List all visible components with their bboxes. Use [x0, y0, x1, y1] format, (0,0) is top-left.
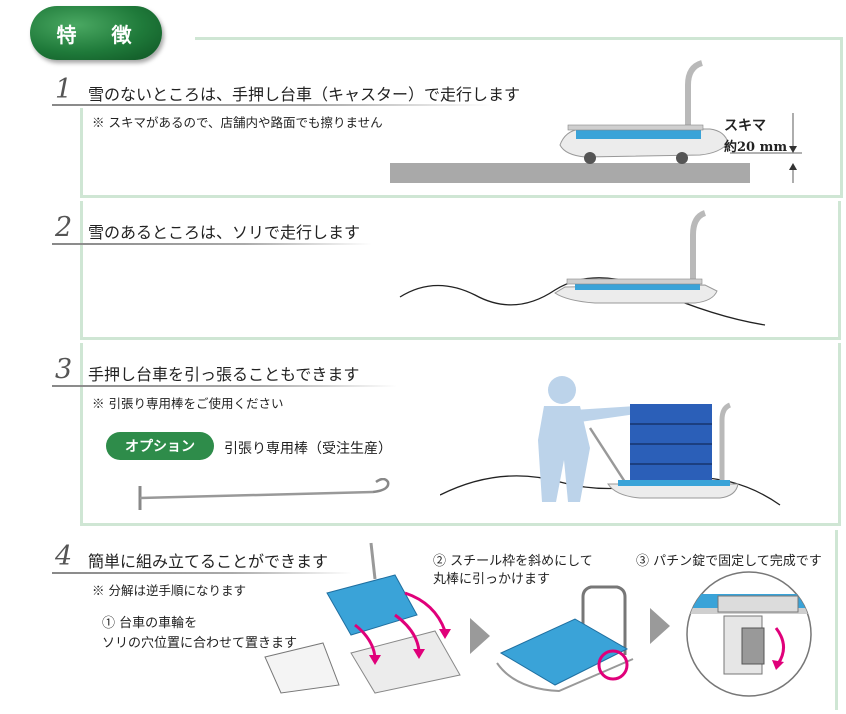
step-1-line-1: ① 台車の車輪を — [102, 616, 198, 631]
section-1-note: ※ スキマがあるので、店舗内や路面でも擦りません — [92, 115, 383, 130]
person-head — [548, 376, 576, 404]
person-arm — [574, 406, 636, 422]
gap-label: スキマ — [724, 118, 766, 134]
section-2-number: 2 — [55, 212, 73, 243]
section-1-number: 1 — [55, 74, 73, 105]
section-1-left-border — [80, 108, 83, 198]
section-1-underline — [52, 104, 492, 106]
step-arrow-2 — [650, 608, 670, 644]
option-text: 引張り専用棒（受注生産） — [224, 441, 392, 457]
section-4-note: ※ 分解は逆手順になります — [92, 583, 246, 598]
section-2-underline — [52, 243, 372, 245]
person-body — [538, 406, 590, 502]
features-badge: 特 徴 — [30, 6, 162, 60]
cart-frame — [567, 124, 704, 131]
cart-handle — [685, 60, 704, 137]
section-4-heading: 簡単に組み立てることができます — [88, 552, 329, 571]
step-arrow-1 — [470, 618, 490, 654]
section-1-frame — [80, 37, 843, 198]
snow-surface — [399, 277, 766, 326]
cart-wheel — [676, 152, 688, 164]
floor — [390, 163, 750, 183]
cart-deck — [576, 129, 701, 139]
section-4-frame — [80, 530, 838, 710]
gap-value: 約20 mm — [724, 140, 788, 155]
cart-wheel — [584, 152, 596, 164]
step-3-illustration — [686, 571, 812, 697]
section-3-frame — [80, 343, 841, 526]
sled-deck — [575, 283, 700, 290]
section-2-heading: 雪のあるところは、ソリで走行します — [88, 223, 361, 242]
step-1-line-2: ソリの穴位置に合わせて置きます — [102, 636, 298, 651]
sled-frame — [566, 278, 703, 285]
section-3-number: 3 — [55, 354, 73, 385]
top-rule — [195, 37, 841, 40]
section-3-note: ※ 引張り専用棒をご使用ください — [92, 396, 284, 411]
step-2-line-2: 丸棒に引っかけます — [433, 572, 551, 587]
section-3-underline — [52, 385, 397, 387]
cart-body — [607, 483, 739, 499]
step-1-illustration — [264, 542, 461, 694]
section-3-heading: 手押し台車を引っ張ることもできます — [88, 365, 360, 384]
section-4-underline — [52, 572, 352, 574]
sled-handle — [690, 210, 707, 283]
pull-rod-illustration — [138, 478, 390, 510]
sled-snow-illustration — [399, 210, 766, 326]
features-badge-label: 特 徴 — [56, 22, 146, 47]
step-3-line-1: ③ パチン錠で固定して完成です — [636, 554, 822, 569]
section-1-heading: 雪のないところは、手押し台車（キャスター）で走行します — [88, 85, 521, 104]
step-2-line-1: ② スチール枠を斜めにして — [433, 554, 593, 569]
option-badge: オプション — [106, 432, 214, 460]
section-2-frame — [80, 201, 841, 340]
step-2-illustration — [496, 585, 634, 693]
section-4-number: 4 — [55, 541, 73, 572]
pulling-person-illustration — [440, 376, 781, 506]
caster-cart-illustration — [390, 60, 802, 183]
cart-handle — [719, 402, 732, 480]
